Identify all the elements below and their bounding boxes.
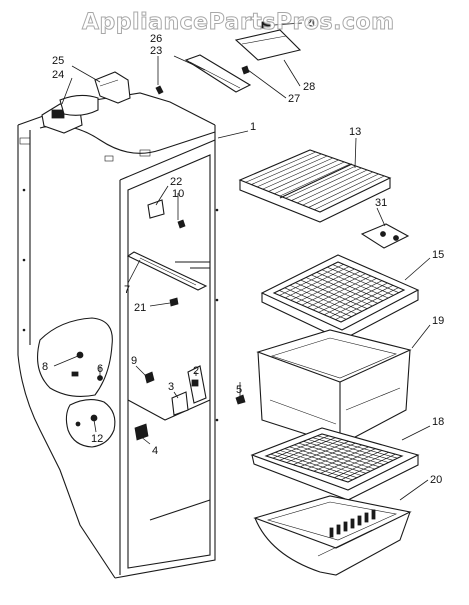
shelf-wire	[251, 153, 322, 185]
shelf-wire	[262, 157, 333, 190]
pan-vent-slot	[357, 515, 362, 526]
shelf-wire	[332, 264, 399, 293]
shelf-wire	[284, 287, 352, 317]
pan-vent-slot	[350, 518, 355, 529]
shelf-wire	[307, 439, 389, 463]
shelf-wire	[302, 171, 373, 206]
label-21: 21	[134, 302, 146, 314]
shelf-wire	[270, 453, 353, 481]
label-18: 18	[432, 416, 444, 428]
pan-vent-slot	[364, 512, 369, 523]
shelf-wire	[289, 284, 357, 315]
shelf-wire	[279, 290, 347, 320]
part-4	[134, 423, 149, 441]
shelf-wire	[305, 277, 373, 307]
label-4: 4	[152, 445, 158, 457]
bracket-31	[360, 223, 410, 249]
pan-vent-slot	[371, 509, 376, 520]
label-28: 28	[303, 81, 315, 93]
label-2: 2	[193, 365, 199, 377]
pan-20	[253, 495, 412, 576]
label-8: 8	[42, 361, 48, 373]
screw-23	[155, 85, 164, 95]
shelf-wire	[298, 442, 380, 468]
watermark: AppliancePartsPros.com	[82, 10, 395, 36]
label-6: 6	[97, 363, 103, 375]
label-5: 5	[236, 384, 242, 396]
shelf-wire	[279, 450, 362, 476]
screw-5	[235, 394, 246, 405]
part-labels: 1 2 3 4 5 6 7 8 9 10 12 13 15 18 19 20 2…	[42, 17, 444, 486]
bracket-22	[147, 199, 186, 229]
pan-vent-slot	[329, 527, 334, 538]
shelf-wire	[300, 279, 368, 309]
shelf-wire	[284, 448, 367, 474]
shelf-wire	[268, 159, 339, 192]
shelf-wire	[275, 452, 358, 478]
label-31: 31	[375, 197, 387, 209]
side-opening-lower	[65, 399, 116, 448]
shelf-15	[260, 254, 420, 341]
leader-lines	[53, 22, 431, 501]
label-19: 19	[432, 315, 444, 327]
shelf-wire	[316, 272, 384, 301]
label-22: 22	[170, 176, 182, 188]
crisper-cover-18	[250, 427, 420, 501]
shelf-13	[238, 149, 392, 223]
part-9	[144, 371, 155, 384]
shelf-wire	[245, 151, 316, 183]
pan-vent-slot	[336, 524, 341, 535]
shelf-wire	[257, 155, 328, 188]
shelf-wire	[303, 441, 385, 465]
label-12: 12	[91, 433, 103, 445]
shelf-wire	[327, 266, 394, 296]
pan-vent-slot	[343, 521, 348, 532]
label-26: 26	[150, 33, 162, 45]
shelf-wire	[279, 163, 351, 197]
shelf-wire	[285, 165, 356, 199]
shelf-wire	[321, 269, 389, 299]
shelf-wire	[293, 444, 376, 470]
crisper-19	[256, 329, 412, 446]
shelf-wire	[308, 173, 379, 208]
label-24: 24	[52, 69, 64, 81]
label-27: 27	[288, 93, 300, 105]
label-1: 1	[250, 121, 256, 133]
label-13: 13	[349, 126, 361, 138]
shelf-wire	[317, 435, 398, 459]
label-7: 7	[124, 284, 130, 296]
parts-2-3	[171, 365, 207, 416]
shelf-wire	[297, 169, 368, 204]
shelf-wire	[312, 437, 394, 461]
label-20b: 20	[430, 474, 442, 486]
shelf-wire	[291, 167, 362, 201]
label-25: 25	[52, 55, 64, 67]
shelf-wire	[274, 161, 345, 194]
label-20a: 20	[306, 17, 318, 29]
shelf-wire	[314, 175, 385, 210]
label-10: 10	[172, 188, 184, 200]
screw-21	[169, 297, 179, 307]
light-shield	[184, 21, 302, 93]
label-15: 15	[432, 249, 444, 261]
shelf-wire	[295, 282, 363, 312]
label-3: 3	[168, 381, 174, 393]
control-housing	[41, 71, 131, 134]
label-9: 9	[131, 355, 137, 367]
shelf-wire	[311, 274, 378, 304]
cabinet-liner	[17, 92, 219, 579]
shelf-wire	[289, 446, 371, 472]
label-23: 23	[150, 45, 162, 57]
